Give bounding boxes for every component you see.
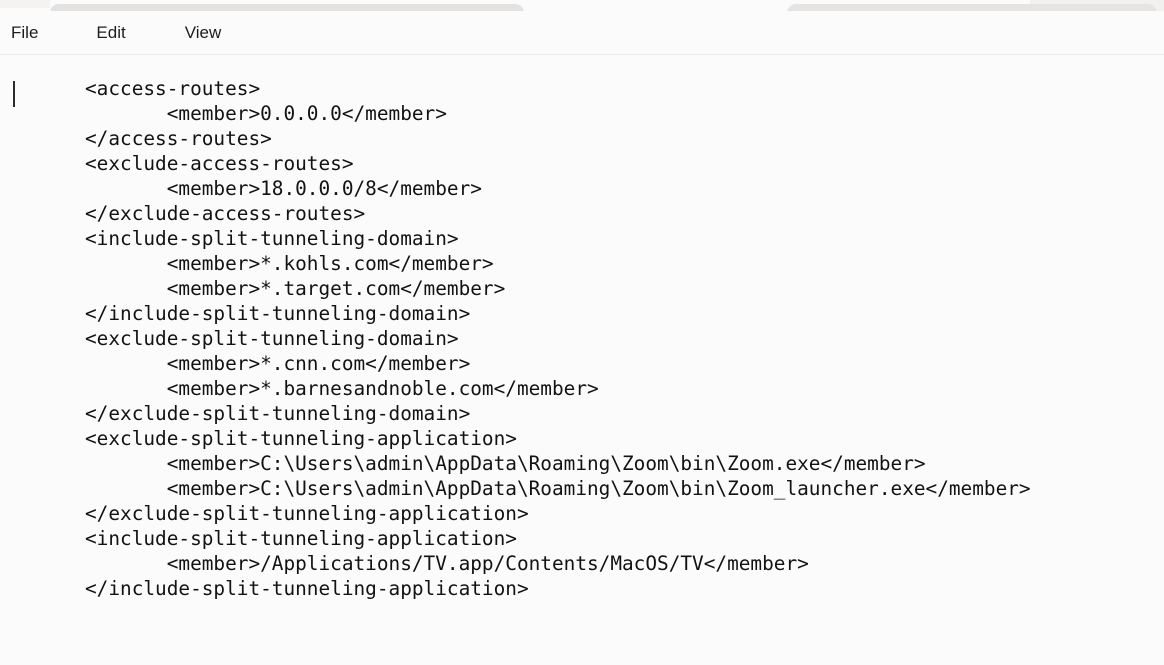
text-caret: [13, 81, 15, 107]
code-line: <exclude-split-tunneling-application>: [85, 427, 517, 450]
code-line: <member>*.cnn.com</member>: [85, 352, 471, 375]
code-line: </include-split-tunneling-domain>: [85, 302, 471, 325]
text-editor-area[interactable]: <access-routes> <member>0.0.0.0</member>…: [0, 56, 1164, 665]
code-line: <member>C:\Users\admin\AppData\Roaming\Z…: [85, 477, 1031, 500]
code-line: <exclude-access-routes>: [85, 152, 354, 175]
code-line: <include-split-tunneling-application>: [85, 527, 517, 550]
code-line: <member>*.kohls.com</member>: [85, 252, 494, 275]
code-line: <member>*.barnesandnoble.com</member>: [85, 377, 599, 400]
xml-config-text[interactable]: <access-routes> <member>0.0.0.0</member>…: [85, 76, 1031, 601]
code-line: </access-routes>: [85, 127, 272, 150]
code-line: <member>/Applications/TV.app/Contents/Ma…: [85, 552, 809, 575]
menu-item-file[interactable]: File: [11, 23, 39, 42]
chrome-background-left: [0, 0, 50, 8]
code-line: </exclude-split-tunneling-domain>: [85, 402, 471, 425]
code-line: <member>0.0.0.0</member>: [85, 102, 447, 125]
menu-item-view[interactable]: View: [184, 23, 222, 42]
code-line: </exclude-split-tunneling-application>: [85, 502, 529, 525]
code-line: <member>C:\Users\admin\AppData\Roaming\Z…: [85, 452, 926, 475]
browser-chrome-strip: [0, 0, 1164, 11]
code-line: <member>*.target.com</member>: [85, 277, 506, 300]
code-line: </include-split-tunneling-application>: [85, 577, 529, 600]
menu-bar: File Edit View: [0, 11, 1164, 55]
browser-tab-right[interactable]: [787, 4, 1157, 11]
menu-item-edit[interactable]: Edit: [96, 23, 126, 42]
code-line: </exclude-access-routes>: [85, 202, 366, 225]
browser-tab-left[interactable]: [50, 4, 524, 11]
code-line: <include-split-tunneling-domain>: [85, 227, 459, 250]
code-line: <exclude-split-tunneling-domain>: [85, 327, 459, 350]
code-line: <member>18.0.0.0/8</member>: [85, 177, 482, 200]
code-line: <access-routes>: [85, 77, 261, 100]
